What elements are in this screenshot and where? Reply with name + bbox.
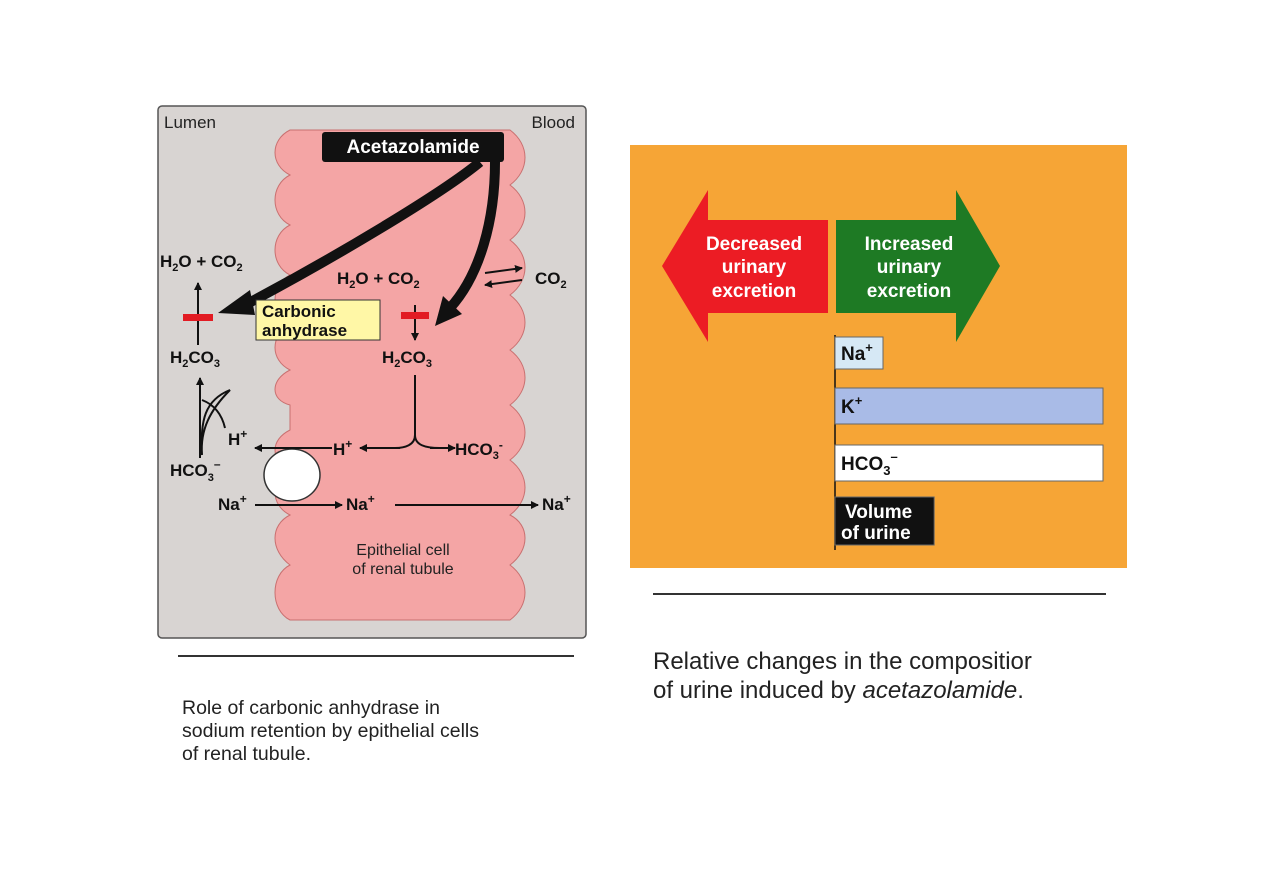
decreased-line1: Decreased — [706, 234, 802, 255]
bar-0 — [834, 336, 884, 370]
decreased-arrow — [662, 190, 828, 342]
lumen-h2o-co2: H2O + CO2 — [160, 252, 243, 274]
right-caption-rule — [653, 593, 1106, 595]
left-caption-rule — [178, 655, 574, 657]
lumen-h2co3: H2CO3 — [170, 348, 220, 370]
lumen-na-ion: Na+ — [218, 492, 247, 514]
left-caption-line2: sodium retention by epithelial cells — [182, 720, 479, 742]
increased-line1: Increased — [865, 234, 954, 255]
enzyme-label-line2: anhydrase — [262, 321, 347, 340]
increased-line2: urinary — [877, 257, 942, 278]
na-h-exchanger — [263, 448, 321, 502]
right-caption-line2: of urine induced by acetazolamide. — [653, 676, 1253, 705]
carbonic-anhydrase-box — [255, 299, 381, 341]
inhibit-mark-lumen — [183, 314, 213, 321]
increased-line3: excretion — [867, 281, 951, 302]
decreased-line2: urinary — [722, 257, 787, 278]
inhibition-arrow-cell — [446, 161, 500, 312]
blood-na-ion: Na+ — [542, 492, 571, 514]
right-caption: Relative changes in the compositior of u… — [653, 647, 1253, 705]
bar-2 — [834, 444, 1104, 482]
excretion-arrows: Decreased urinary excretion Increased ur… — [662, 190, 1104, 550]
bar-1 — [834, 387, 1104, 425]
lumen-hco3: HCO3– — [170, 457, 221, 484]
right-caption-line2-end: . — [1017, 677, 1024, 704]
cell-h2o-co2: H2O + CO2 — [337, 269, 420, 291]
acetazolamide-label: Acetazolamide — [346, 137, 479, 158]
inhibit-mark-cell — [401, 312, 429, 319]
acetazolamide-box — [322, 132, 504, 162]
right-caption-drug: acetazolamide — [862, 677, 1018, 704]
urine-composition-chart: Decreased urinary excretion Increased ur… — [630, 145, 1127, 568]
cell-na-ion: Na+ — [346, 492, 375, 514]
cell-label-line2: of renal tubule — [352, 561, 454, 578]
left-caption: Role of carbonic anhydrase in sodium ret… — [182, 697, 602, 766]
inhibition-arrow-lumen — [242, 158, 484, 310]
right-caption-line2-start: of urine induced by — [653, 677, 863, 704]
carbonic-anhydrase-diagram: Acetazolamide Lumen Blood H2O + CO2 H2CO… — [157, 105, 587, 639]
cell-h2co3: H2CO3 — [382, 348, 432, 370]
right-caption-line1: Relative changes in the compositior — [653, 648, 1032, 675]
blood-label: Blood — [532, 113, 575, 132]
left-caption-line3: of renal tubule. — [182, 743, 312, 765]
left-caption-line1: Role of carbonic anhydrase in — [182, 697, 440, 719]
decreased-line3: excretion — [712, 281, 796, 302]
lumen-label: Lumen — [164, 113, 216, 132]
cell-label-line1: Epithelial cell — [356, 542, 449, 559]
blood-co2: CO2 — [535, 269, 567, 291]
bar-3 — [834, 496, 935, 546]
enzyme-label-line1: Carbonic — [262, 302, 336, 321]
increased-arrow — [836, 190, 1000, 342]
